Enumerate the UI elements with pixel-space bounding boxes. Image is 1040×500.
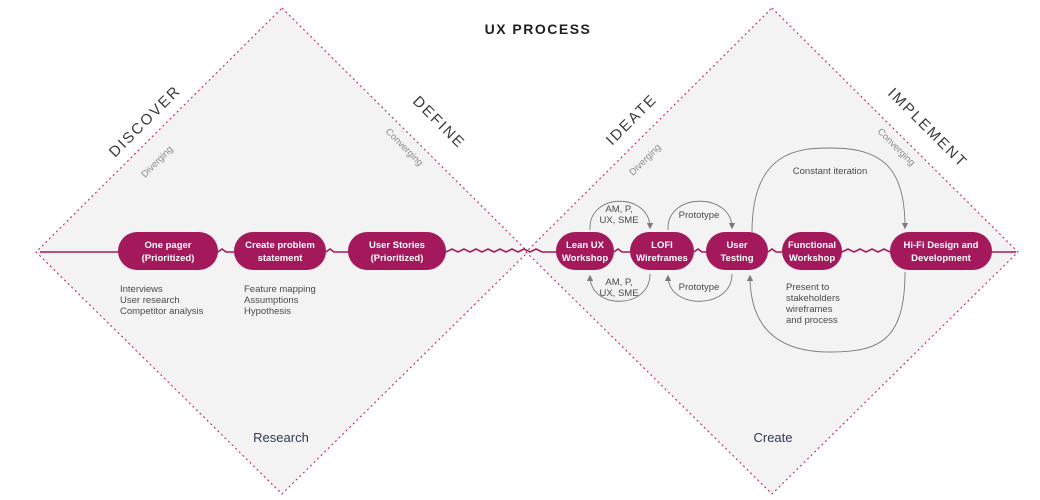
pill-hifi-design[interactable]: Hi-Fi Design and Development <box>890 232 992 270</box>
note-amp-top-2: UX, SME <box>599 215 638 226</box>
note-prototype-top: Prototype <box>679 210 720 221</box>
pill-hifi-line-2: Development <box>911 253 971 264</box>
note-user-research: User research <box>120 295 180 306</box>
pill-functional-line-1: Functional <box>788 240 836 251</box>
pill-functional-workshop[interactable]: Functional Workshop <box>782 232 842 270</box>
page-title: UX PROCESS <box>485 21 592 37</box>
pill-lean-ux-workshop[interactable]: Lean UX Workshop <box>556 232 614 270</box>
note-present-4: and process <box>786 315 838 326</box>
pill-testing-line-2: Testing <box>720 253 753 264</box>
pill-stories-line-2: (Prioritized) <box>371 253 424 264</box>
note-amp-top-1: AM, P, <box>605 204 632 215</box>
pill-stories-line-1: User Stories <box>369 240 425 251</box>
pill-functional-line-2: Workshop <box>789 253 835 264</box>
note-hypothesis: Hypothesis <box>244 306 291 317</box>
pill-one-pager-line-2: (Prioritized) <box>142 253 195 264</box>
note-interviews: Interviews <box>120 284 163 295</box>
present-notes: Present to stakeholders wireframes and p… <box>785 282 840 326</box>
note-feature-mapping: Feature mapping <box>244 284 316 295</box>
discover-notes: Interviews User research Competitor anal… <box>120 284 204 317</box>
right-diamond <box>525 7 1019 495</box>
label-research: Research <box>253 430 309 445</box>
note-competitor-analysis: Competitor analysis <box>120 306 204 317</box>
pill-lofi-line-1: LOFI <box>651 240 673 251</box>
pill-lean-line-2: Workshop <box>562 253 608 264</box>
note-prototype-bottom: Prototype <box>679 282 720 293</box>
pill-user-stories[interactable]: User Stories (Prioritized) <box>348 232 446 270</box>
pill-hifi-line-1: Hi-Fi Design and <box>904 240 979 251</box>
note-present-1: Present to <box>786 282 829 293</box>
pill-problem-line-2: statement <box>258 253 304 264</box>
pill-create-problem-statement[interactable]: Create problem statement <box>234 232 326 270</box>
label-create: Create <box>753 430 792 445</box>
loop-testing-to-lofi-bottom <box>664 273 733 302</box>
loop-present-to-stakeholders <box>746 271 906 353</box>
note-amp-bottom-1: AM, P, <box>605 277 632 288</box>
loop-constant-iteration <box>751 147 909 233</box>
process-connector <box>40 248 1016 253</box>
pill-user-testing[interactable]: User Testing <box>706 232 768 270</box>
note-present-2: stakeholders <box>786 293 840 304</box>
pill-lofi-wireframes[interactable]: LOFI Wireframes <box>630 232 694 270</box>
pill-testing-line-1: User <box>726 240 747 251</box>
loop-lofi-to-lean-bottom <box>586 273 651 302</box>
define-notes: Feature mapping Assumptions Hypothesis <box>244 284 316 317</box>
pill-lofi-line-2: Wireframes <box>636 253 688 264</box>
note-constant-iteration: Constant iteration <box>793 166 867 177</box>
loop-lean-to-lofi-top <box>589 200 654 231</box>
note-amp-bottom-2: UX, SME <box>599 288 638 299</box>
pill-problem-line-1: Create problem <box>245 240 315 251</box>
note-present-3: wireframes <box>785 304 833 315</box>
pill-one-pager-line-1: One pager <box>145 240 192 251</box>
note-assumptions: Assumptions <box>244 295 299 306</box>
pill-one-pager[interactable]: One pager (Prioritized) <box>118 232 218 270</box>
loop-lofi-to-testing-top <box>667 200 736 231</box>
pill-lean-line-1: Lean UX <box>566 240 605 251</box>
